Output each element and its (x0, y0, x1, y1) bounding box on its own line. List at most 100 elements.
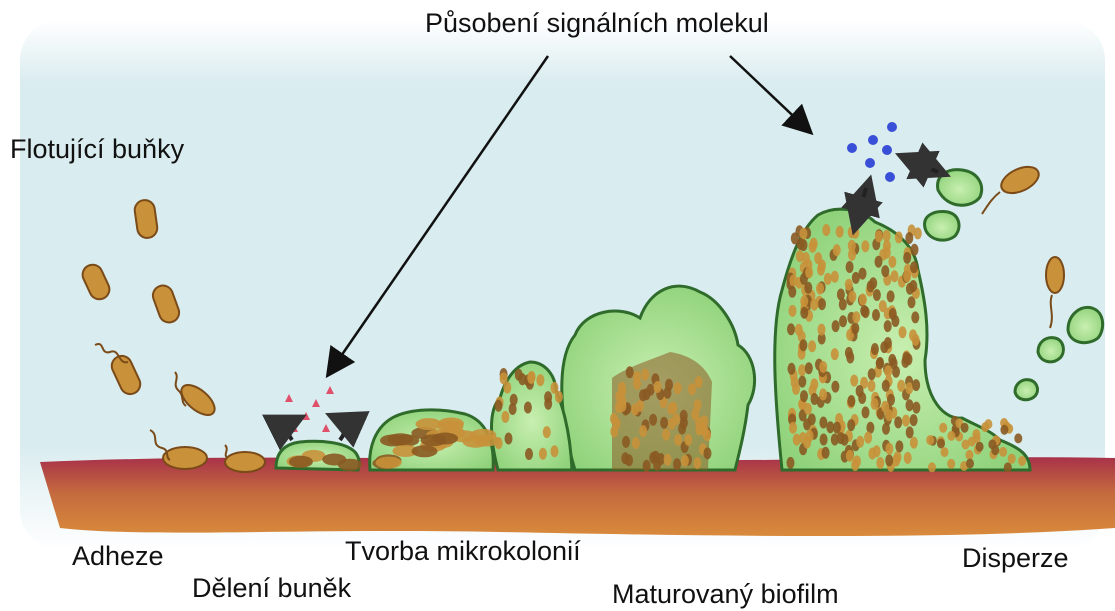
bacterial-cell (664, 387, 672, 399)
bacterial-cell (976, 442, 984, 452)
bacterial-cell (787, 323, 795, 335)
bacterial-cell (903, 270, 911, 282)
bacterial-cell (1004, 462, 1012, 472)
bacterial-cell (848, 249, 856, 261)
bacterial-cell (947, 431, 955, 441)
bacterial-cell (861, 240, 869, 252)
bacterial-cell (824, 273, 832, 285)
bacterial-cell (680, 417, 688, 429)
bacterial-cell (846, 261, 854, 273)
bacterial-cell (833, 422, 841, 434)
bacterial-cell (966, 459, 974, 469)
bacterial-cell (850, 375, 858, 387)
bacterial-cell (625, 454, 633, 466)
bacterial-cell (875, 230, 883, 242)
bacterial-cell (536, 374, 544, 386)
bacterial-cell (895, 231, 903, 243)
bacterial-cell (831, 381, 839, 393)
bacterial-cell (816, 283, 824, 295)
bacterial-cell (871, 343, 879, 355)
bacterial-cell (800, 390, 808, 402)
bacterial-cell (905, 232, 913, 244)
bacterial-cell (664, 454, 672, 466)
bacterial-cell (669, 402, 677, 414)
bacterial-cell (894, 416, 902, 428)
bacterial-cell (551, 445, 559, 457)
bacterial-cell (856, 385, 864, 397)
bacterial-cell (939, 423, 947, 433)
bacterial-cell (810, 238, 818, 250)
bacterial-cell (912, 379, 920, 391)
bacterial-cell (860, 305, 868, 317)
bacterial-cell (684, 434, 692, 446)
bacterial-cell (910, 261, 918, 273)
bacterial-cell (852, 272, 860, 284)
bacterial-cell (911, 311, 919, 323)
bacterial-cell (438, 420, 464, 432)
bacterial-cell (822, 224, 830, 236)
bacterial-cell (984, 419, 992, 429)
bacterial-cell (868, 368, 876, 380)
bacterial-cell (884, 320, 892, 332)
bacterial-cell (495, 400, 503, 412)
label-adhesion: Adheze (72, 543, 164, 570)
bacterial-cell (999, 447, 1007, 457)
bacterial-cell (847, 395, 855, 407)
bacterial-cell (873, 289, 881, 301)
bacterial-cell (885, 443, 893, 455)
bacterial-cell (897, 380, 905, 392)
bacterial-cell (322, 454, 346, 466)
bacterial-cell (632, 437, 640, 449)
bacterial-cell (839, 315, 847, 327)
bacterial-cell (798, 364, 806, 376)
bacterial-cell (470, 429, 496, 441)
bacterial-cell (889, 308, 897, 320)
bacterial-cell (804, 403, 812, 415)
bacterial-cell (892, 455, 900, 467)
bacterial-cell (551, 382, 559, 394)
dispersing-clump-5 (1015, 380, 1037, 400)
bacterial-cell (610, 413, 618, 425)
bacterial-cell (819, 361, 827, 373)
label-signaling: Působení signálních molekul (425, 10, 769, 37)
bacterial-cell (805, 266, 813, 278)
bacterial-cell (883, 230, 891, 242)
bacterial-cell (883, 247, 891, 259)
bacterial-cell (793, 434, 801, 446)
bacterial-cell (868, 448, 876, 460)
bacterial-cell (832, 320, 840, 332)
bacterial-cell (788, 363, 796, 375)
bacterial-cell (833, 244, 841, 256)
bacterial-cell (800, 295, 808, 307)
bacterial-cell (674, 434, 682, 446)
bacterial-cell (884, 337, 892, 349)
bacterial-cell (859, 294, 867, 306)
bacterial-cell (654, 381, 662, 393)
bacterial-cell (904, 452, 912, 464)
bacterial-cell (888, 354, 896, 366)
bacterial-cell (674, 382, 682, 394)
bacterial-cell (820, 434, 828, 446)
bacterial-cell (805, 362, 813, 374)
bacterial-cell (660, 417, 668, 429)
bacterial-cell (837, 289, 845, 301)
bacterial-cell (888, 256, 896, 268)
bacterial-cell (819, 388, 827, 400)
bacterial-cell (869, 277, 877, 289)
bacterial-cell (639, 425, 647, 437)
bacterial-cell (412, 445, 438, 457)
bacterial-cell (500, 372, 508, 384)
dispersing-clump-3 (1068, 307, 1103, 342)
bacterial-cell (681, 455, 689, 467)
bacterial-cell (799, 339, 807, 351)
dispersing-clump-2 (925, 212, 959, 241)
dispersing-clump-4 (1038, 338, 1063, 362)
bacterial-cell (525, 448, 533, 460)
bacterial-cell (787, 457, 795, 469)
bacterial-cell (1008, 454, 1016, 464)
bacterial-cell (811, 393, 819, 405)
bacterial-cell (885, 454, 893, 466)
bacterial-cell (881, 265, 889, 277)
bacterial-cell (831, 271, 839, 283)
